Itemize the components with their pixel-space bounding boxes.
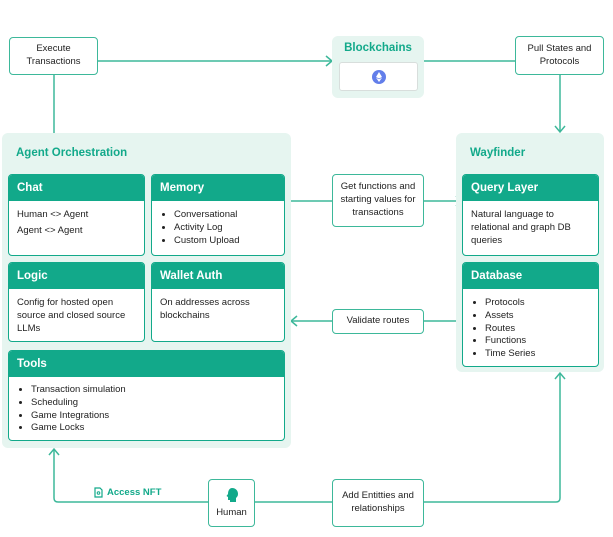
access-nft-label: Access NFT (94, 487, 161, 498)
validate-label: Validate routes (346, 315, 410, 327)
line-human-to-agent (53, 450, 208, 503)
chat-line: Human <> Agent (17, 209, 89, 220)
memory-item: Activity Log (174, 222, 276, 235)
add-entities-label: Add Entitties and relationships (342, 490, 414, 514)
memory-card: Memory Conversational Activity Log Custo… (151, 174, 285, 256)
logic-card: Logic Config for hosted open source and … (8, 262, 145, 342)
validate-routes-box: Validate routes (332, 309, 424, 334)
agent-orchestration-title: Agent Orchestration (16, 147, 128, 159)
database-title: Database (463, 263, 598, 289)
blockchains-title: Blockchains (344, 42, 412, 54)
wallet-auth-text: On addresses across blockchains (160, 297, 250, 321)
human-label: Human (216, 506, 247, 518)
get-functions-label: Get functions and starting values for tr… (340, 181, 416, 218)
tools-item: Scheduling (31, 397, 276, 410)
database-card: Database Protocols Assets Routes Functio… (462, 262, 599, 367)
arrow-head (48, 447, 60, 456)
pull-states-box: Pull States and Protocols (515, 36, 604, 75)
memory-item: Custom Upload (174, 235, 276, 248)
memory-item: Conversational (174, 209, 276, 222)
execute-label: Execute Transactions (26, 43, 81, 67)
wayfinder-title: Wayfinder (470, 147, 526, 159)
query-layer-text: Natural language to relational and graph… (471, 209, 571, 246)
database-item: Assets (485, 310, 590, 323)
ethereum-icon (371, 69, 386, 84)
chain-list (339, 62, 418, 91)
database-item: Protocols (485, 297, 590, 310)
memory-title: Memory (152, 175, 284, 201)
chat-line: Agent <> Agent (17, 224, 83, 236)
execute-transactions-box: Execute Transactions (9, 37, 98, 75)
database-item: Functions (485, 335, 590, 348)
tools-item: Game Locks (31, 422, 276, 435)
arrow-head (289, 315, 298, 327)
logic-title: Logic (9, 263, 144, 289)
pull-label: Pull States and Protocols (527, 42, 592, 67)
tools-title: Tools (9, 351, 284, 377)
chat-title: Chat (9, 175, 144, 201)
add-entities-box: Add Entitties and relationships (332, 479, 424, 527)
tools-item: Game Integrations (31, 410, 276, 423)
human-box: Human (208, 479, 255, 527)
query-layer-title: Query Layer (463, 175, 598, 201)
logic-text: Config for hosted open source and closed… (17, 297, 126, 334)
human-head-icon (226, 487, 238, 502)
arrow-head (554, 125, 566, 134)
tools-item: Transaction simulation (31, 384, 276, 397)
wallet-auth-title: Wallet Auth (152, 263, 284, 289)
access-nft-text: Access NFT (107, 487, 162, 498)
document-icon (94, 487, 103, 498)
arrow-head (554, 371, 566, 380)
line-add-to-wayfinder (424, 374, 561, 503)
database-item: Routes (485, 323, 590, 336)
database-item: Time Series (485, 348, 590, 361)
wallet-auth-card: Wallet Auth On addresses across blockcha… (151, 262, 285, 342)
get-functions-box: Get functions and starting values for tr… (332, 174, 424, 227)
query-layer-card: Query Layer Natural language to relation… (462, 174, 599, 256)
blockchains-panel: Blockchains (332, 36, 424, 98)
tools-card: Tools Transaction simulation Scheduling … (8, 350, 285, 441)
